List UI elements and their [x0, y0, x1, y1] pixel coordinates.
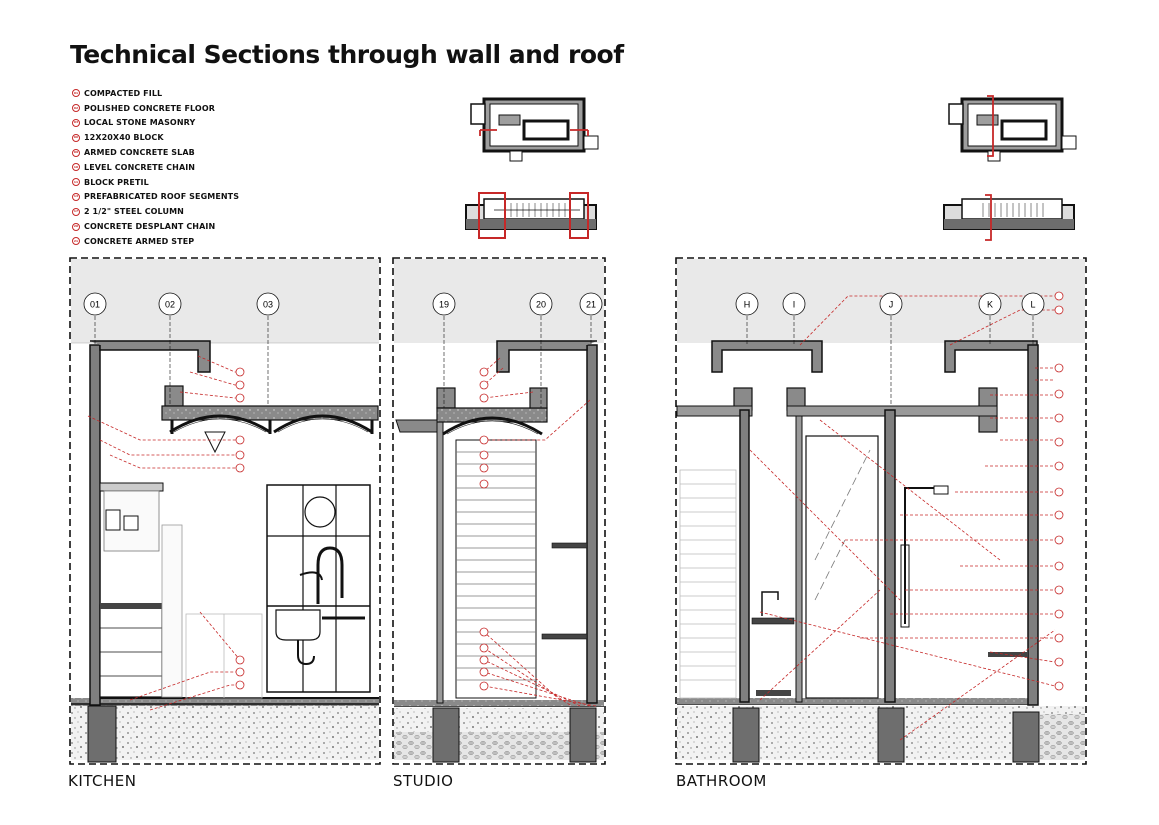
kitchen-section: 01 02 03: [69, 257, 381, 765]
material-legend: 01 COMPACTED FILL 02 POLISHED CONCRETE FLO…: [72, 86, 239, 249]
legend-number: 21: [72, 237, 80, 246]
kitchen-label: KITCHEN: [68, 772, 137, 790]
legend-item: 10 LEVEL CONCRETE CHAIN: [72, 160, 239, 175]
legend-label: PREFABRICATED ROOF SEGMENTS: [84, 192, 240, 202]
grid-bubble-l: L: [1021, 292, 1045, 316]
grid-label: 02: [165, 300, 175, 310]
legend-label: COMPACTED FILL: [84, 88, 163, 98]
grid-label: K: [987, 300, 993, 310]
legend-item: 09 ARMED CONCRETE SLAB: [72, 145, 239, 160]
legend-label: POLISHED CONCRETE FLOOR: [84, 103, 215, 113]
grid-label: 19: [439, 300, 449, 310]
legend-item: 20 CONCRETE DESPLANT CHAIN: [72, 219, 239, 234]
legend-number: 13: [72, 192, 80, 201]
legend-number: 01: [72, 89, 80, 98]
grid-bubble-03: 03: [256, 292, 280, 316]
legend-item: 11 BLOCK PRETIL: [72, 175, 239, 190]
legend-number: 17: [72, 207, 80, 216]
legend-label: LOCAL STONE MASONRY: [84, 118, 196, 128]
legend-label: CONCRETE DESPLANT CHAIN: [84, 222, 216, 232]
key-plan-right: [948, 95, 1077, 162]
legend-number: 11: [72, 178, 80, 187]
page-title: Technical Sections through wall and roof: [70, 40, 624, 69]
grid-label: 03: [263, 300, 273, 310]
grid-bubble-h: H: [735, 292, 759, 316]
legend-number: 09: [72, 148, 80, 157]
studio-section: 19 20 21: [392, 257, 606, 765]
grid-bubble-21: 21: [579, 292, 603, 316]
studio-label: STUDIO: [393, 772, 454, 790]
grid-bubble-01: 01: [83, 292, 107, 316]
legend-number: 02: [72, 104, 80, 113]
legend-item: 01 COMPACTED FILL: [72, 86, 239, 101]
legend-number: 20: [72, 222, 80, 231]
legend-label: 12X20X40 BLOCK: [84, 133, 164, 143]
grid-label: H: [744, 300, 751, 310]
bathroom-section: H I J K L: [675, 257, 1087, 765]
grid-label: 01: [90, 300, 100, 310]
grid-bubble-k: K: [978, 292, 1002, 316]
legend-number: 06: [72, 133, 80, 142]
legend-item: 21 CONCRETE ARMED STEP: [72, 234, 239, 249]
legend-number: 03: [72, 118, 80, 127]
studio-callout-markers: [479, 367, 489, 691]
key-elevation-right: [943, 194, 1075, 241]
legend-label: LEVEL CONCRETE CHAIN: [84, 162, 196, 172]
grid-label: 21: [586, 300, 596, 310]
legend-item: 03 LOCAL STONE MASONRY: [72, 116, 239, 131]
legend-item: 13 PREFABRICATED ROOF SEGMENTS: [72, 190, 239, 205]
legend-label: 2 1/2" STEEL COLUMN: [84, 207, 184, 217]
legend-number: 10: [72, 163, 80, 172]
legend-label: ARMED CONCRETE SLAB: [84, 148, 195, 158]
legend-item: 02 POLISHED CONCRETE FLOOR: [72, 101, 239, 116]
legend-label: CONCRETE ARMED STEP: [84, 236, 195, 246]
grid-bubble-j: J: [879, 292, 903, 316]
grid-label: 20: [536, 300, 546, 310]
grid-bubble-02: 02: [158, 292, 182, 316]
grid-label: L: [1030, 300, 1035, 310]
bathroom-callout-markers: [1054, 291, 1064, 691]
grid-bubble-i: I: [782, 292, 806, 316]
grid-bubble-19: 19: [432, 292, 456, 316]
legend-label: BLOCK PRETIL: [84, 177, 149, 187]
grid-bubble-20: 20: [529, 292, 553, 316]
legend-item: 17 2 1/2" STEEL COLUMN: [72, 204, 239, 219]
kitchen-callout-markers: [235, 367, 245, 690]
grid-label: I: [793, 300, 796, 310]
legend-item: 06 12X20X40 BLOCK: [72, 130, 239, 145]
bathroom-label: BATHROOM: [676, 772, 767, 790]
key-plan-left: [470, 97, 599, 162]
key-elevation-left: [465, 192, 597, 239]
grid-label: J: [889, 300, 894, 310]
